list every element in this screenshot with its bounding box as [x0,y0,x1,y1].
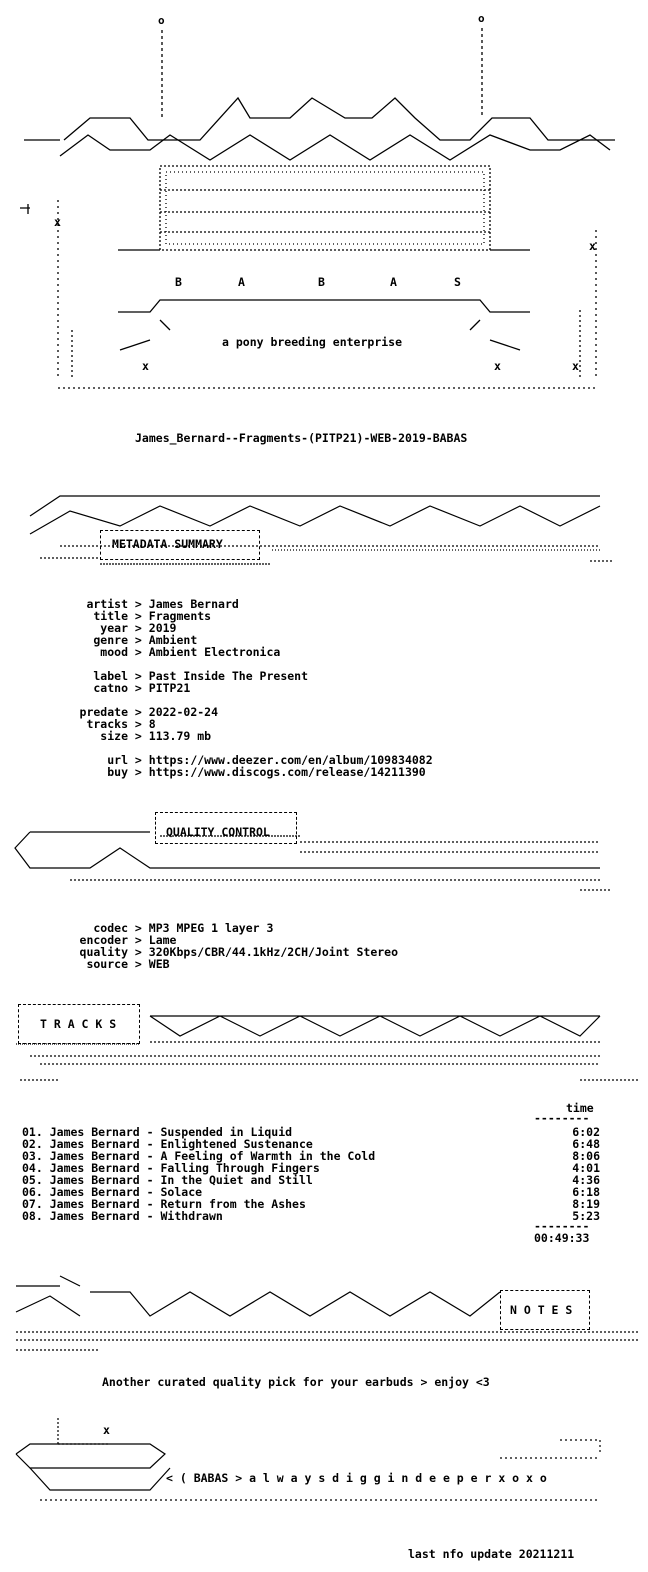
notes-header: N O T E S [510,1303,573,1317]
time-header: time [566,1101,594,1115]
track-row: 02. James Bernard - Enlightened Sustenan… [22,1137,600,1151]
meta-row: genre > Ambient [93,633,198,647]
track-row: 07. James Bernard - Return from the Ashe… [22,1197,600,1211]
total-divider: -------- [534,1219,590,1233]
url-link[interactable]: https://www.deezer.com/en/album/10983408… [148,753,433,767]
x-mark: x [494,359,501,373]
x-mark: x [54,215,61,229]
tracks-header: T R A C K S [40,1017,117,1031]
metadata-header-box [100,530,260,560]
metadata-header: METADATA SUMMARY [112,537,223,551]
footer-signature: < ( BABAS > a l w a y s d i g g i n d e … [166,1471,547,1485]
meta-row: buy > https://www.discogs.com/release/14… [107,765,426,779]
quality-row: codec > MP3 MPEG 1 layer 3 [93,921,274,935]
meta-row: artist > James Bernard [86,597,239,611]
meta-row: label > Past Inside The Present [93,669,309,683]
time-divider: -------- [534,1111,590,1125]
quality-row: source > WEB [86,957,170,971]
last-update: last nfo update 20211211 [408,1547,575,1561]
notes-text: Another curated quality pick for your ea… [102,1375,490,1389]
x-mark: x [103,1423,110,1437]
logo-letter: B [318,275,325,289]
logo-letter: B [175,275,182,289]
x-mark: x [572,359,579,373]
logo-tagline: a pony breeding enterprise [222,335,403,349]
track-row: 05. James Bernard - In the Quiet and Sti… [22,1173,600,1187]
release-name: James_Bernard--Fragments-(PITP21)-WEB-20… [135,431,468,445]
footer-art [0,1410,648,1510]
meta-row: size > 113.79 mb [100,729,212,743]
meta-row: url > https://www.deezer.com/en/album/10… [107,753,433,767]
x-mark: x [142,359,149,373]
total-time: 00:49:33 [534,1231,590,1245]
quality-banner-art [0,808,648,900]
notes-banner-art [0,1256,648,1366]
quality-header: QUALITY CONTROL [166,825,270,839]
svg-text:o: o [158,14,165,27]
logo-letter: S [454,275,461,289]
metadata-banner-art [0,466,648,576]
meta-row: year > 2019 [100,621,177,635]
quality-header-box [155,812,297,844]
buy-link[interactable]: https://www.discogs.com/release/14211390 [148,765,426,779]
logo-letter: A [390,275,397,289]
tracks-banner-art [0,996,648,1088]
svg-text:o: o [478,12,485,25]
meta-row: catno > PITP21 [93,681,191,695]
quality-row: quality > 320Kbps/CBR/44.1kHz/2CH/Joint … [79,945,399,959]
x-mark: x [589,239,596,253]
logo-letter: A [238,275,245,289]
notes-header-box [500,1290,590,1330]
meta-row: tracks > 8 [86,717,156,731]
quality-row: encoder > Lame [79,933,177,947]
meta-row: title > Fragments [93,609,212,623]
track-row: 03. James Bernard - A Feeling of Warmth … [22,1149,600,1163]
tracks-header-box [18,1004,140,1044]
track-row: 04. James Bernard - Falling Through Fing… [22,1161,600,1175]
meta-row: mood > Ambient Electronica [100,645,281,659]
babas-logo-art: o o [0,0,648,400]
meta-row: predate > 2022-02-24 [79,705,219,719]
